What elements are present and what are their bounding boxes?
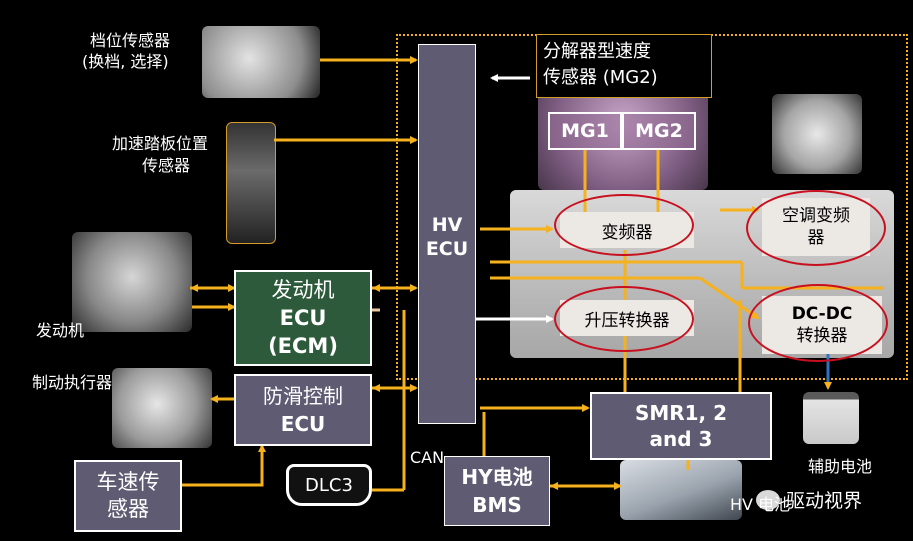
mg2-label: MG2 (635, 120, 683, 142)
inverter-highlight-ring (554, 194, 694, 256)
gear-sensor-sub-label: (换档, 选择) (82, 52, 169, 71)
engine-ecu-label-1: 发动机 (271, 278, 335, 302)
aux-battery-image (803, 392, 859, 444)
dlc3-label: DLC3 (305, 474, 353, 496)
mg2-box: MG2 (622, 112, 696, 150)
bms-label-1: HY电池 (461, 465, 533, 489)
watermark-text: 驱动视界 (786, 490, 863, 512)
dcdc-highlight-ring (748, 284, 888, 362)
mg1-box: MG1 (548, 112, 622, 150)
gear-sensor-label: 档位传感器 (90, 31, 171, 50)
accel-sensor-label-1: 加速踏板位置 (112, 134, 209, 153)
accel-pedal-sensor-image (226, 122, 276, 244)
accel-sensor-label-2: 传感器 (142, 156, 191, 175)
ac-compressor-image (772, 94, 862, 174)
battery-bms-box: HY电池 BMS (444, 456, 550, 526)
resolver-label-1: 分解器型速度 (543, 41, 651, 62)
skid-ecu-label-2: ECU (280, 412, 326, 436)
hv-ecu-box: HV ECU (418, 44, 476, 424)
dlc3-connector: DLC3 (286, 464, 372, 506)
brake-actuator-image (112, 368, 212, 448)
skid-ecu-label-1: 防滑控制 (263, 384, 343, 408)
engine-ecu-box: 发动机 ECU (ECM) (234, 270, 372, 366)
smr-label-2: and 3 (649, 427, 713, 451)
wechat-icon (756, 489, 780, 510)
gear-sensor-image (202, 26, 320, 98)
smr-box: SMR1, 2 and 3 (590, 392, 772, 460)
ac-inverter-highlight-ring (746, 190, 886, 266)
speed-sensor-label-1: 车速传 (96, 470, 160, 494)
boost-converter-highlight-ring (554, 286, 694, 352)
hv-ecu-label-2: ECU (425, 238, 469, 260)
can-label: CAN (410, 448, 445, 467)
engine-ecu-label-2: ECU (279, 306, 327, 330)
hv-ecu-label-1: HV (431, 214, 463, 236)
resolver-sensor-box: 分解器型速度 传感器 (MG2) (536, 34, 712, 98)
mg1-label: MG1 (561, 120, 609, 142)
bms-label-2: BMS (472, 493, 522, 517)
watermark: 驱动视界 (756, 486, 862, 513)
aux-battery-label: 辅助电池 (808, 457, 873, 476)
speed-sensor-label-2: 感器 (107, 497, 149, 521)
engine-ecu-label-3: (ECM) (268, 334, 338, 358)
hv-battery-image (620, 460, 742, 520)
brake-actuator-label: 制动执行器 (32, 373, 113, 392)
skid-control-ecu-box: 防滑控制 ECU (234, 374, 372, 446)
smr-label-1: SMR1, 2 (634, 401, 728, 425)
engine-image (72, 232, 192, 332)
speed-sensor-box: 车速传 感器 (74, 460, 182, 532)
engine-label: 发动机 (36, 321, 85, 340)
resolver-label-2: 传感器 (MG2) (543, 67, 658, 88)
